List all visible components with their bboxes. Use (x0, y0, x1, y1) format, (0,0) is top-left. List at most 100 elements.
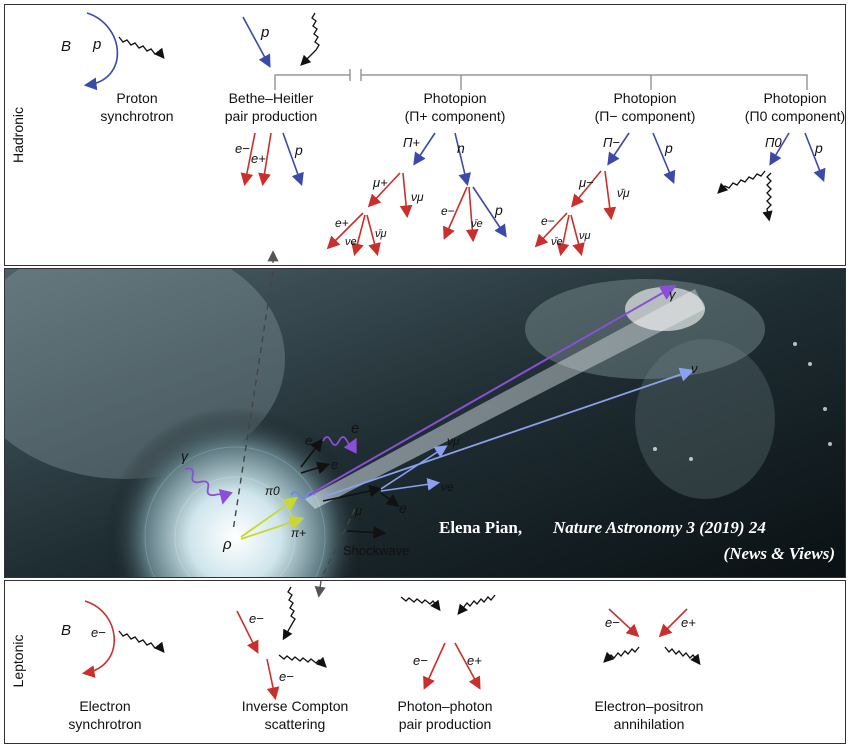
magnetic-field-label: B (61, 622, 71, 639)
process-label: synchrotron (100, 108, 173, 124)
process-label: Photopion (613, 90, 676, 106)
scattered-photon-wave (278, 654, 327, 668)
pion-decay-photon (290, 491, 316, 499)
process-label: Photopion (763, 90, 826, 106)
proton-out-arrow (282, 132, 304, 187)
muon-minus-label: μ− (578, 175, 594, 190)
electron-label: e− (605, 615, 620, 630)
proton-label: p (260, 24, 269, 41)
muon-antineutrino-arrow (366, 214, 381, 257)
charged-pion-arrow (240, 515, 305, 540)
star (828, 442, 832, 446)
hadronic-side-label: Hadronic (10, 107, 26, 163)
neutral-pion-arrow (240, 496, 298, 538)
positron-label: e+ (335, 216, 349, 230)
scattered-electron-arrow (266, 658, 280, 701)
muon-antineutrino-label: ν̄μ (375, 228, 387, 240)
star (823, 407, 827, 411)
leptonic-diagram: Leptonic B e− Electron synchrotron e− e−… (10, 581, 703, 732)
pi-zero-label: π0 (265, 484, 280, 498)
positron-arrow (326, 212, 364, 250)
incoming-photon-wave (457, 594, 496, 616)
process-label: Electron (79, 698, 130, 714)
process-label: synchrotron (68, 716, 141, 732)
credit-author: Elena Pian, (439, 518, 522, 537)
rho-label: ρ (222, 536, 232, 553)
electron-label: e− (541, 214, 555, 228)
electron-label: e (399, 500, 407, 516)
proton-curved-trajectory (83, 12, 119, 91)
process-label: scattering (265, 716, 326, 732)
incoming-electron-arrow (236, 610, 259, 654)
relativistic-jet (305, 289, 705, 509)
jet-illustration-panel: γ ρ π0 π+ e e e γ ν μ νμ νe e Shockwave … (4, 268, 846, 578)
branching-bracket (274, 69, 808, 90)
shockwave-label: Shockwave (343, 543, 409, 558)
decay-photon-wave (717, 170, 766, 194)
proton-label: p (494, 202, 503, 218)
pion-plus-label: Π+ (403, 135, 420, 150)
process-label: Proton (116, 90, 157, 106)
muon-neutrino-label: νμ (447, 434, 460, 448)
pion-minus-label: Π− (603, 135, 620, 150)
incoming-proton-arrow (242, 16, 271, 68)
credit-note: (News & Views) (724, 544, 835, 563)
inverse-compton-photon (322, 436, 357, 454)
muon-neutrino-label: νμ (579, 230, 591, 242)
proton-label: p (664, 140, 673, 156)
electron-antineutrino-label: ν̄e (471, 218, 483, 230)
electron-arrow (443, 186, 468, 240)
proton-label: p (814, 140, 823, 156)
accretion-disk (105, 407, 365, 577)
leptonic-side-label: Leptonic (10, 635, 26, 688)
proton-label: p (294, 142, 303, 158)
incoming-electron-arrow (608, 608, 640, 638)
electron-label: e (331, 457, 338, 472)
electron-neutrino-label: νe (441, 480, 454, 494)
electron-arrow (240, 132, 256, 187)
electron-arrow (300, 461, 331, 474)
disk-ring (174, 476, 296, 577)
gamma-label: γ (181, 448, 189, 464)
muon-neutrino-label: νμ (411, 190, 424, 204)
incoming-photon-wave (400, 596, 441, 612)
electron-label: e− (279, 669, 294, 684)
synchrotron-photon-wave (118, 36, 165, 60)
gas-cloud (635, 339, 775, 499)
electron-neutrino-arrow (351, 214, 366, 257)
star (689, 457, 693, 461)
electron-antineutrino-arrow (556, 214, 570, 257)
positron-arrow (454, 642, 481, 690)
connector-arrow-down (314, 581, 326, 598)
incoming-positron-arrow (658, 608, 688, 638)
process-label: Inverse Compton (242, 698, 349, 714)
annihilation-photon-wave (664, 646, 701, 666)
magnetic-field-label: B (61, 38, 71, 55)
electron-arrow (300, 438, 323, 468)
decay-photon-wave (762, 172, 773, 222)
incoming-gamma-wave (184, 467, 233, 505)
electron-antineutrino-arrow (465, 186, 479, 243)
electron-curved-trajectory (81, 600, 116, 678)
process-label: Photon–photon (398, 698, 493, 714)
muon-neutrino-arrow (570, 214, 585, 257)
muon-antineutrino-arrow (603, 170, 617, 221)
muon-arrow (322, 484, 383, 502)
electron-label: e− (235, 141, 250, 156)
proton-out-arrow (472, 186, 507, 238)
guide-dashed-line (321, 508, 356, 577)
electron-label: e (305, 433, 312, 448)
proton-label: p (92, 36, 101, 53)
neutrino-label: ν (691, 361, 698, 376)
pi-plus-label: π+ (291, 526, 306, 540)
pion-zero-label: Π0 (765, 135, 782, 150)
proton-out-arrow (652, 132, 676, 184)
muon-plus-label: μ+ (372, 175, 388, 190)
incoming-photon-wave (300, 12, 320, 66)
electron-arrow (534, 212, 568, 248)
incoming-photon-wave (282, 586, 296, 641)
process-label: pair production (399, 716, 492, 732)
muon-label: μ (354, 503, 362, 518)
pion-zero-arrow (769, 132, 790, 166)
process-label: (Π− component) (595, 108, 696, 124)
